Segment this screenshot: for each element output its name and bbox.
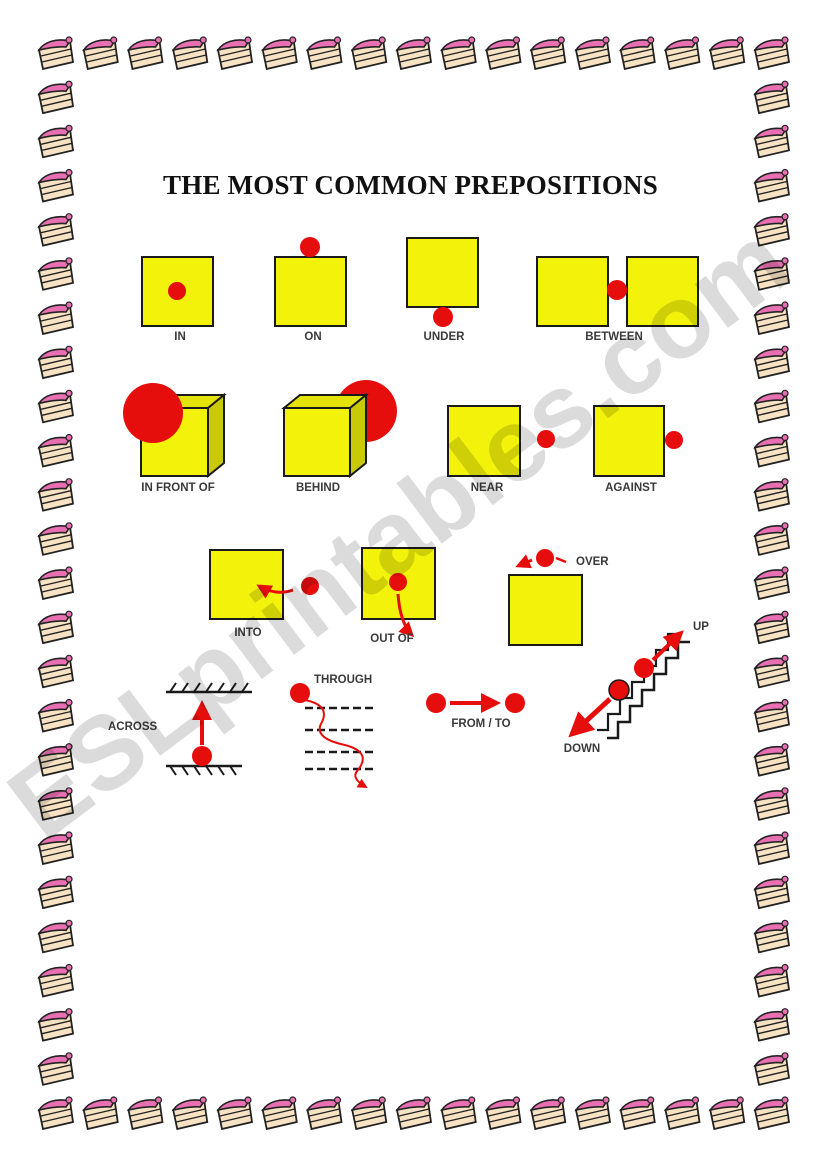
behind-illustration (281, 380, 397, 479)
from-to-illustration (426, 693, 525, 713)
label-over: OVER (576, 556, 609, 568)
label-near: NEAR (471, 482, 504, 494)
label-behind: BEHIND (296, 482, 340, 494)
on-illustration (274, 237, 347, 327)
label-through: THROUGH (314, 674, 372, 686)
label-on: ON (304, 331, 321, 343)
across-illustration (166, 682, 252, 776)
label-out-of: OUT OF (370, 633, 413, 645)
up-down-illustration (568, 630, 690, 740)
over-illustration (508, 549, 583, 646)
label-in-front-of: IN FRONT OF (141, 482, 214, 494)
label-against: AGAINST (605, 482, 657, 494)
out-of-illustration (361, 547, 436, 638)
under-illustration (406, 237, 479, 327)
between-illustration (536, 256, 699, 327)
in-front-of-illustration (123, 383, 227, 479)
label-in: IN (174, 331, 186, 343)
label-into: INTO (234, 627, 261, 639)
label-up: UP (693, 621, 709, 633)
label-from-to: FROM / TO (451, 718, 510, 730)
label-down: DOWN (564, 743, 600, 755)
near-illustration (447, 405, 555, 477)
against-illustration (593, 405, 683, 477)
into-illustration (209, 549, 319, 620)
label-under: UNDER (424, 331, 466, 343)
label-between: BETWEEN (585, 331, 643, 343)
label-across: ACROSS (108, 721, 158, 733)
through-illustration (290, 683, 375, 788)
in-illustration (141, 256, 214, 327)
watermark: ESLprintables.com (0, 202, 810, 862)
page-title: THE MOST COMMON PREPOSITIONS (163, 170, 658, 200)
